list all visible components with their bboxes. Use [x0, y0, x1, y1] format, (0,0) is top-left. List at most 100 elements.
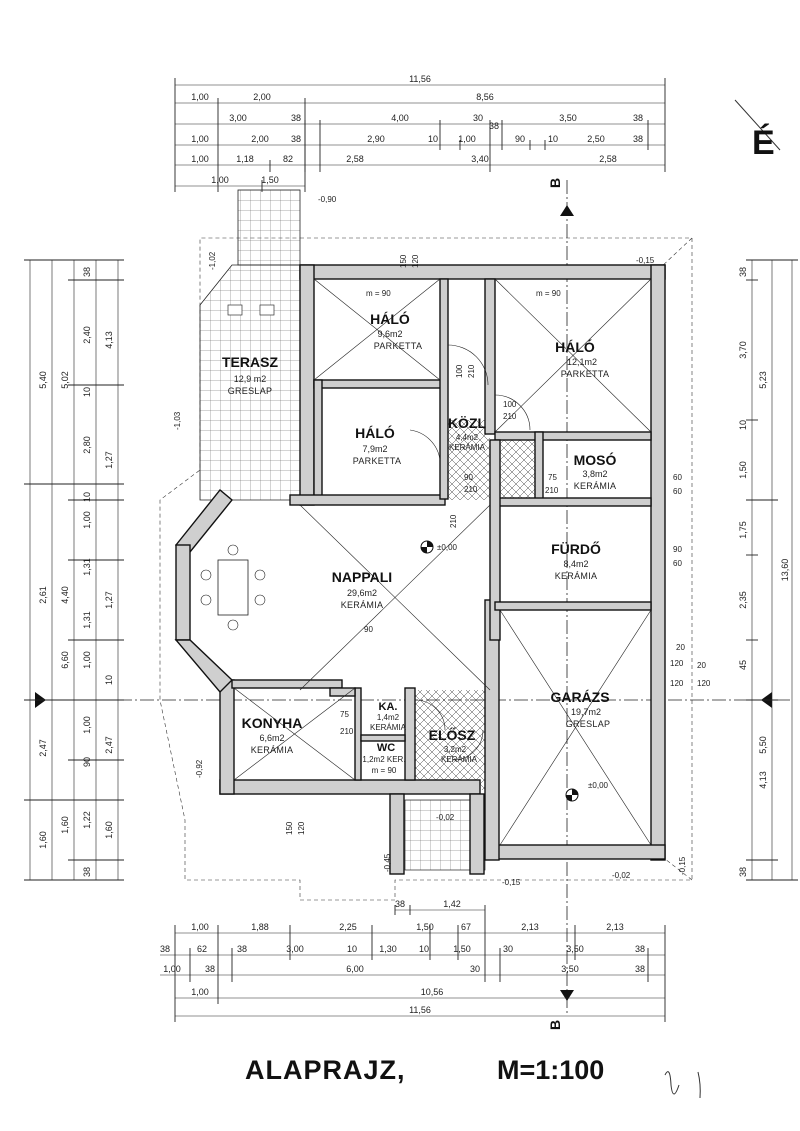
svg-text:2,50: 2,50	[587, 134, 605, 144]
svg-text:5,23: 5,23	[758, 371, 768, 389]
svg-text:20: 20	[676, 643, 685, 652]
svg-text:1,31: 1,31	[82, 611, 92, 629]
svg-text:2,58: 2,58	[599, 154, 617, 164]
svg-text:1,00: 1,00	[82, 716, 92, 734]
svg-text:38: 38	[237, 944, 247, 954]
svg-text:210: 210	[449, 514, 458, 528]
svg-text:m = 90: m = 90	[372, 766, 397, 775]
svg-text:8,56: 8,56	[476, 92, 494, 102]
svg-text:29,6m2: 29,6m2	[347, 588, 377, 598]
svg-text:KERÁMIA: KERÁMIA	[574, 481, 617, 491]
svg-text:1,88: 1,88	[251, 922, 269, 932]
svg-text:1,00: 1,00	[191, 922, 209, 932]
svg-text:2,47: 2,47	[104, 736, 114, 754]
svg-text:11,56: 11,56	[409, 74, 431, 84]
svg-text:-0,15: -0,15	[636, 256, 655, 265]
svg-text:62: 62	[197, 944, 207, 954]
svg-text:1,50: 1,50	[453, 944, 471, 954]
svg-text:5,40: 5,40	[38, 371, 48, 389]
svg-text:67: 67	[461, 922, 471, 932]
svg-text:45: 45	[738, 660, 748, 670]
svg-text:20: 20	[697, 661, 706, 670]
svg-text:38: 38	[635, 964, 645, 974]
svg-text:3,70: 3,70	[738, 341, 748, 359]
north-label: É	[752, 124, 775, 162]
svg-text:1,00: 1,00	[211, 175, 229, 185]
top-dimensions: 11,56 1,00 2,00 8,56 3,00 38 4,00 30 38 …	[174, 74, 666, 192]
svg-text:2,35: 2,35	[738, 591, 748, 609]
svg-text:38: 38	[635, 944, 645, 954]
svg-text:3,50: 3,50	[559, 113, 577, 123]
svg-text:1,42: 1,42	[443, 899, 461, 909]
svg-text:38: 38	[205, 964, 215, 974]
svg-text:1,27: 1,27	[104, 591, 114, 609]
svg-text:10: 10	[104, 675, 114, 685]
svg-text:3,50: 3,50	[566, 944, 584, 954]
svg-text:6,60: 6,60	[60, 651, 70, 669]
svg-text:90: 90	[515, 134, 525, 144]
svg-text:-0,45: -0,45	[383, 853, 392, 872]
svg-text:30: 30	[503, 944, 513, 954]
svg-text:2,13: 2,13	[521, 922, 539, 932]
svg-text:4,00: 4,00	[391, 113, 409, 123]
svg-text:HÁLÓ: HÁLÓ	[355, 424, 395, 441]
section-label-top: B	[547, 178, 563, 188]
svg-text:1,60: 1,60	[60, 816, 70, 834]
svg-text:120: 120	[411, 254, 420, 268]
room-bathroom: FÜRDŐ 8,4m2 KERÁMIA	[551, 540, 601, 581]
svg-text:38: 38	[738, 867, 748, 877]
svg-text:2,47: 2,47	[38, 739, 48, 757]
svg-text:2,80: 2,80	[82, 436, 92, 454]
svg-text:10: 10	[738, 420, 748, 430]
svg-text:38: 38	[291, 134, 301, 144]
svg-text:38: 38	[82, 267, 92, 277]
svg-text:120: 120	[297, 821, 306, 835]
svg-text:38: 38	[160, 944, 170, 954]
svg-text:30: 30	[473, 113, 483, 123]
svg-text:90: 90	[464, 473, 473, 482]
hallway-tile-hatch	[445, 420, 490, 500]
svg-text:10,56: 10,56	[421, 987, 444, 997]
svg-text:2,25: 2,25	[339, 922, 357, 932]
svg-text:FÜRDŐ: FÜRDŐ	[551, 540, 601, 557]
room-garage: GARÁZS 19,7m2 GRESLAP	[550, 689, 610, 729]
svg-text:1,60: 1,60	[104, 821, 114, 839]
svg-text:38: 38	[489, 121, 499, 131]
svg-text:ELŐSZ: ELŐSZ	[429, 726, 476, 743]
svg-text:3,40: 3,40	[471, 154, 489, 164]
svg-text:PARKETTA: PARKETTA	[374, 341, 423, 351]
svg-text:9,6m2: 9,6m2	[377, 329, 402, 339]
svg-text:1,00: 1,00	[163, 964, 181, 974]
svg-text:38: 38	[633, 113, 643, 123]
svg-text:-0,92: -0,92	[195, 759, 204, 778]
left-dimensions: 5,40 2,61 2,47 1,60 5,02 4,40 6,60 1,60 …	[24, 259, 124, 881]
svg-text:38: 38	[395, 899, 405, 909]
svg-text:1,00: 1,00	[191, 92, 209, 102]
svg-text:3,8m2: 3,8m2	[582, 469, 607, 479]
svg-text:-0,02: -0,02	[436, 813, 455, 822]
svg-text:4,13: 4,13	[104, 331, 114, 349]
svg-text:210: 210	[467, 364, 476, 378]
room-kitchen: KONYHA 6,6m2 KERÁMIA	[242, 715, 303, 755]
svg-text:38: 38	[738, 267, 748, 277]
svg-text:±0,00: ±0,00	[588, 781, 609, 790]
scale-label: M=1:100	[497, 1055, 605, 1085]
svg-text:2,61: 2,61	[38, 586, 48, 604]
svg-text:90: 90	[364, 625, 373, 634]
svg-text:1,75: 1,75	[738, 521, 748, 539]
svg-text:210: 210	[340, 727, 354, 736]
svg-text:-0,02: -0,02	[612, 871, 631, 880]
right-dimensions: 5,23 5,50 4,13 13,60 38 3,70 10 1,50 1,7…	[738, 259, 798, 881]
room-bedroom-3: HÁLÓ 7,9m2 PARKETTA	[353, 424, 401, 466]
svg-text:2,13: 2,13	[606, 922, 624, 932]
svg-text:7,9m2: 7,9m2	[362, 444, 387, 454]
svg-text:1,4m2: 1,4m2	[377, 713, 400, 722]
svg-text:10: 10	[82, 387, 92, 397]
svg-text:3,00: 3,00	[229, 113, 247, 123]
utility-hatch	[500, 440, 540, 500]
terrace-area	[199, 189, 301, 501]
svg-text:-0,90: -0,90	[318, 195, 337, 204]
room-wc: WC 1,2m2 KER. m = 90	[362, 742, 405, 775]
level-markers: ±0,00 ±0,00 -0,90 -0,15 -0,02 -1,02 -1,0…	[173, 195, 687, 887]
